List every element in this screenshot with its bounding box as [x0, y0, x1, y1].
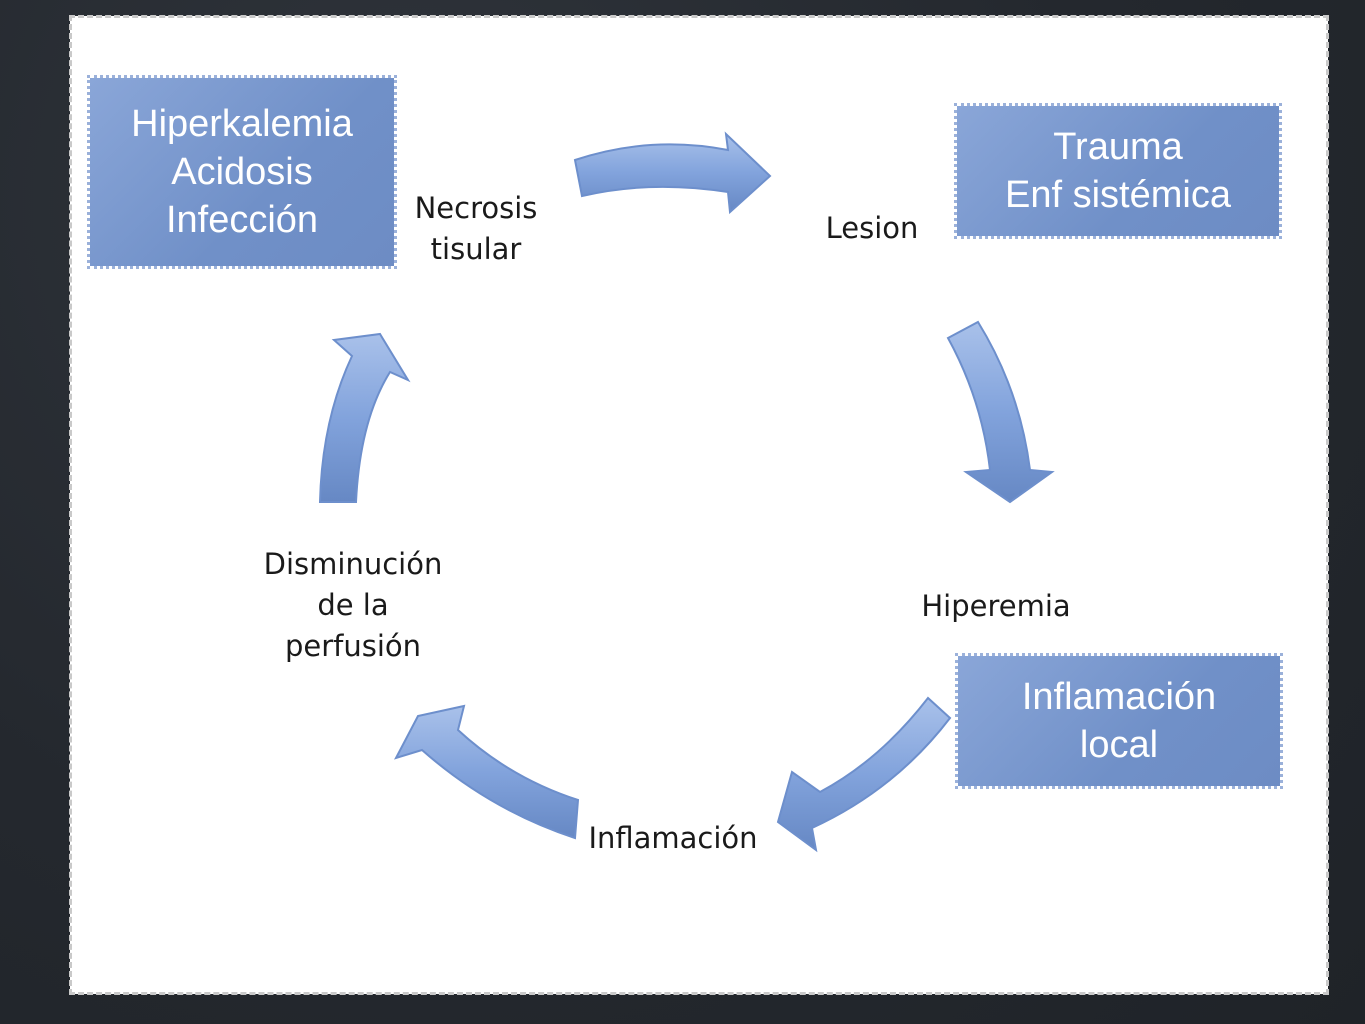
- node-label: Hiperemia: [921, 589, 1071, 623]
- box-line: Enf sistémica: [1005, 174, 1231, 216]
- box-line: Infección: [165, 199, 319, 241]
- box-line: Inflamación: [1021, 676, 1217, 718]
- arrow-lesion-to-hiperemia: [946, 320, 1055, 504]
- node-inflamacion: Inflamación: [574, 818, 772, 859]
- node-hiperemia: Hiperemia: [906, 586, 1086, 627]
- local-inflammation-box: Inflamación local: [955, 653, 1283, 789]
- arrow-necrosis-to-lesion: [573, 131, 772, 215]
- node-label: Necrosis: [414, 191, 538, 225]
- box-line: Acidosis: [171, 151, 313, 193]
- arrow-hiperemia-to-inflamacion: [776, 696, 952, 853]
- node-label: de la: [317, 588, 389, 622]
- node-disminucion: Disminución de la perfusión: [248, 544, 458, 667]
- node-label: perfusión: [284, 629, 422, 663]
- arrow-inflamacion-to-disminucion: [394, 704, 580, 840]
- risk-factors-box: Hiperkalemia Acidosis Infección: [87, 75, 397, 269]
- box-line: Hiperkalemia: [131, 103, 353, 145]
- node-lesion: Lesion: [802, 208, 942, 249]
- node-label: tisular: [430, 232, 522, 266]
- causes-box: Trauma Enf sistémica: [954, 103, 1282, 239]
- box-line: Trauma: [1053, 126, 1183, 168]
- node-label: Inflamación: [588, 821, 758, 855]
- node-label: Lesion: [825, 211, 919, 245]
- node-necrosis: Necrosis tisular: [396, 188, 556, 270]
- box-line: local: [1079, 724, 1159, 766]
- node-label: Disminución: [263, 547, 443, 581]
- arrow-disminucion-to-necrosis: [318, 332, 411, 503]
